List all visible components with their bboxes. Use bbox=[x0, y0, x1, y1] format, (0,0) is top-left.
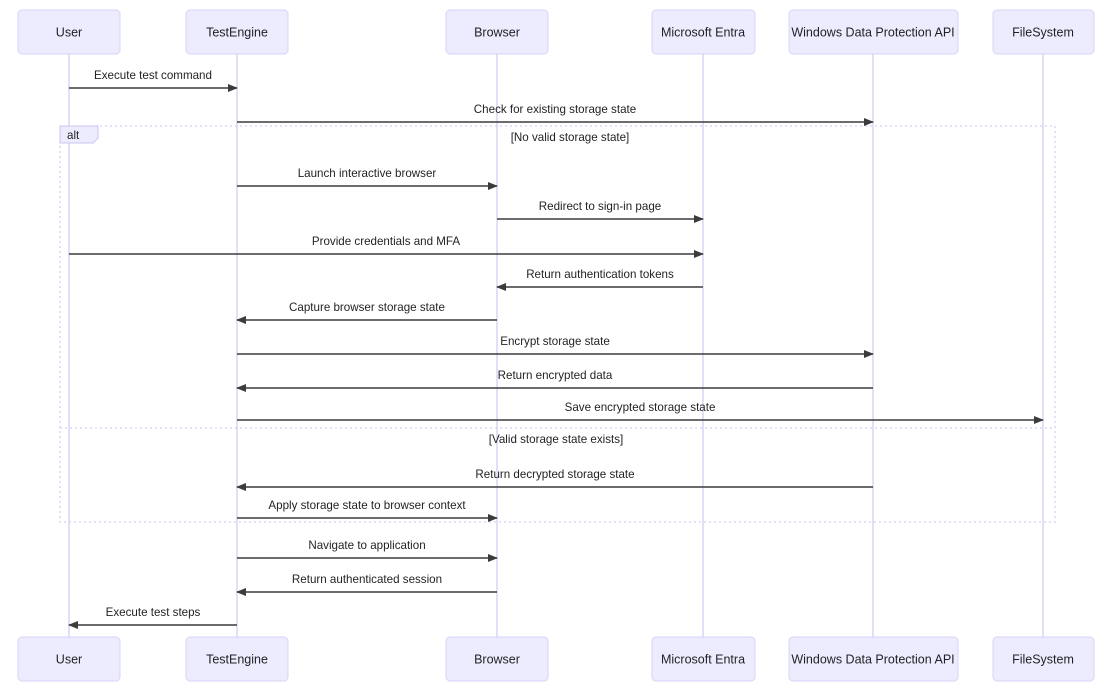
participant-box-filesystem bbox=[992, 9, 1095, 55]
alt-condition-label: [Valid storage state exists] bbox=[489, 433, 623, 446]
message-m6[interactable]: Return authentication tokens bbox=[496, 268, 703, 291]
message-label-m12: Apply storage state to browser context bbox=[268, 499, 466, 512]
message-label-m7: Capture browser storage state bbox=[289, 301, 445, 314]
participant-header-user[interactable]: User bbox=[17, 9, 121, 55]
message-m10[interactable]: Save encrypted storage state bbox=[237, 401, 1044, 424]
participant-footer-testengine[interactable]: TestEngine bbox=[185, 636, 289, 682]
participant-label-dpapi: Windows Data Protection API bbox=[791, 25, 954, 39]
participant-footer-filesystem[interactable]: FileSystem bbox=[992, 636, 1095, 682]
alt-fragment-layer: [No valid storage state] [Valid storage s… bbox=[59, 125, 1056, 523]
participant-box-filesystem bbox=[992, 636, 1095, 682]
participant-box-user bbox=[17, 9, 121, 55]
message-m11[interactable]: Return decrypted storage state bbox=[236, 468, 873, 491]
participant-box-browser bbox=[445, 9, 549, 55]
participant-box-dpapi bbox=[788, 9, 959, 55]
participant-label-user: User bbox=[56, 652, 82, 666]
message-label-m9: Return encrypted data bbox=[498, 369, 613, 382]
message-m4[interactable]: Redirect to sign-in page bbox=[497, 200, 704, 223]
message-label-m13: Navigate to application bbox=[308, 539, 425, 552]
participant-label-browser: Browser bbox=[474, 25, 520, 39]
participant-headers: User TestEngine Browser Microsoft Entra Wind… bbox=[17, 9, 1095, 55]
participant-header-browser[interactable]: Browser bbox=[445, 9, 549, 55]
participant-footer-dpapi[interactable]: Windows Data Protection API bbox=[788, 636, 959, 682]
participant-header-dpapi[interactable]: Windows Data Protection API bbox=[788, 9, 959, 55]
message-m13[interactable]: Navigate to application bbox=[237, 539, 498, 562]
message-label-m4: Redirect to sign-in page bbox=[539, 200, 661, 213]
participant-box-browser bbox=[445, 636, 549, 682]
message-label-m1: Execute test command bbox=[94, 69, 212, 82]
message-m7[interactable]: Capture browser storage state bbox=[236, 301, 497, 324]
alt-fragment: [No valid storage state] [Valid storage s… bbox=[59, 125, 1056, 523]
alt-fragment-operator-label: alt bbox=[67, 129, 80, 142]
participant-footer-browser[interactable]: Browser bbox=[445, 636, 549, 682]
participant-label-entra: Microsoft Entra bbox=[661, 652, 745, 666]
participant-label-filesystem: FileSystem bbox=[1012, 25, 1074, 39]
message-label-m10: Save encrypted storage state bbox=[565, 401, 716, 414]
participant-box-dpapi bbox=[788, 636, 959, 682]
participant-label-testengine: TestEngine bbox=[206, 25, 268, 39]
message-m12[interactable]: Apply storage state to browser context bbox=[237, 499, 498, 522]
participant-footers: User TestEngine Browser Microsoft Entra Wind… bbox=[17, 636, 1095, 682]
participant-label-browser: Browser bbox=[474, 652, 520, 666]
participant-label-dpapi: Windows Data Protection API bbox=[791, 652, 954, 666]
message-label-m8: Encrypt storage state bbox=[500, 335, 610, 348]
message-m8[interactable]: Encrypt storage state bbox=[237, 335, 874, 358]
message-label-m14: Return authenticated session bbox=[292, 573, 442, 586]
participant-header-entra[interactable]: Microsoft Entra bbox=[651, 9, 756, 55]
lifelines-layer bbox=[68, 54, 1044, 637]
participant-footer-entra[interactable]: Microsoft Entra bbox=[651, 636, 756, 682]
participant-label-user: User bbox=[56, 25, 82, 39]
message-label-m11: Return decrypted storage state bbox=[475, 468, 634, 481]
message-label-m5: Provide credentials and MFA bbox=[312, 235, 460, 248]
participant-header-testengine[interactable]: TestEngine bbox=[185, 9, 289, 55]
alt-fragment-border bbox=[59, 125, 1056, 523]
message-m1[interactable]: Execute test command bbox=[69, 69, 238, 92]
message-m2[interactable]: Check for existing storage state bbox=[237, 103, 874, 126]
message-m9[interactable]: Return encrypted data bbox=[236, 369, 873, 392]
message-label-m6: Return authentication tokens bbox=[526, 268, 674, 281]
alt-fragment-tab bbox=[59, 125, 99, 144]
message-m14[interactable]: Return authenticated session bbox=[236, 573, 497, 596]
message-label-m3: Launch interactive browser bbox=[298, 167, 437, 180]
participant-label-filesystem: FileSystem bbox=[1012, 652, 1074, 666]
participant-box-entra bbox=[651, 9, 756, 55]
message-label-m2: Check for existing storage state bbox=[474, 103, 636, 116]
message-label-m15: Execute test steps bbox=[106, 606, 201, 619]
participant-box-testengine bbox=[185, 636, 289, 682]
message-m5[interactable]: Provide credentials and MFA bbox=[69, 235, 704, 258]
participant-box-entra bbox=[651, 636, 756, 682]
participant-label-testengine: TestEngine bbox=[206, 652, 268, 666]
message-m15[interactable]: Execute test steps bbox=[68, 606, 237, 629]
participant-box-testengine bbox=[185, 9, 289, 55]
participant-box-user bbox=[17, 636, 121, 682]
message-m3[interactable]: Launch interactive browser bbox=[237, 167, 498, 190]
participant-label-entra: Microsoft Entra bbox=[661, 25, 745, 39]
participant-header-filesystem[interactable]: FileSystem bbox=[992, 9, 1095, 55]
participant-footer-user[interactable]: User bbox=[17, 636, 121, 682]
alt-condition-label: [No valid storage state] bbox=[511, 131, 630, 144]
